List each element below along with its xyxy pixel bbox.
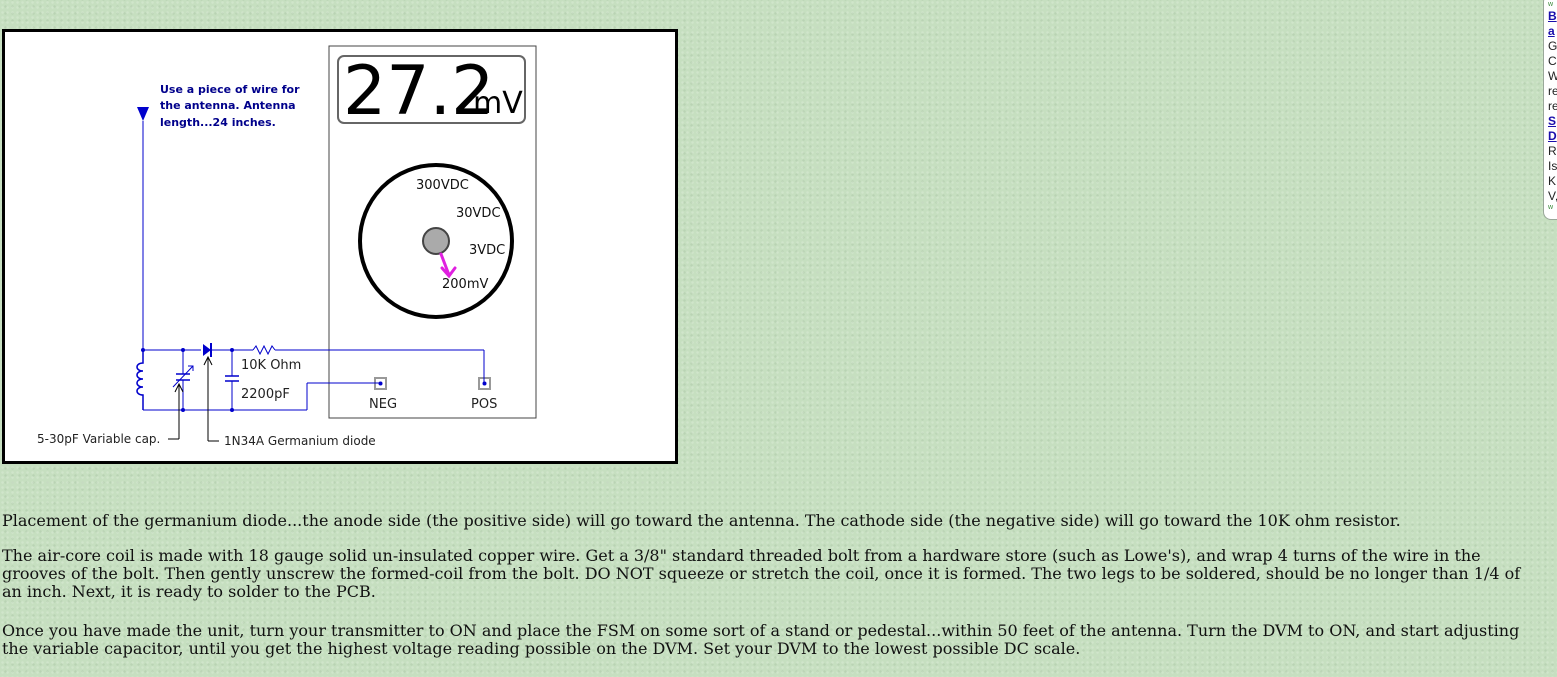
antenna-symbol	[137, 107, 149, 121]
variable-capacitor-arrow	[172, 365, 194, 388]
sidebar-link-1-line-2[interactable]: a	[1548, 24, 1555, 38]
sidebar-text-1-line-5: re	[1548, 99, 1557, 113]
sidebar-text-1-line-4: re	[1548, 84, 1557, 98]
sidebar-link-2-line-1[interactable]: S	[1548, 114, 1557, 128]
meter-display-value: 27.2	[343, 52, 494, 131]
sidebar-text-1-line-3: W	[1548, 69, 1557, 84]
junction-dot-3	[181, 408, 185, 412]
sidebar-link-1-line-1[interactable]: B	[1548, 9, 1557, 23]
capacitor-label: 2200pF	[241, 387, 290, 402]
meter-display-unit: mV	[473, 86, 523, 121]
terminal-neg-label: NEG	[369, 397, 397, 412]
sidebar-text-1-line-1: G	[1548, 39, 1557, 53]
paragraph-operation: Once you have made the unit, turn your t…	[2, 621, 1520, 658]
sidebar-bottom-mark: w	[1548, 204, 1554, 211]
antenna-note-line-2: the antenna. Antenna	[160, 99, 296, 112]
junction-dot-5	[230, 408, 234, 412]
sidebar-text-1-line-2: C	[1548, 54, 1557, 68]
dial-label-3vdc: 3VDC	[469, 243, 505, 258]
sidebar-top-mark: w	[1548, 1, 1554, 8]
paragraph-coil-construction: The air-core coil is made with 18 gauge …	[2, 546, 1521, 601]
resistor-symbol	[252, 344, 276, 356]
fsm-schematic-diagram: 27.2 mV 300VDC 30VDC 3VDC 200mV NEG POS …	[37, 45, 537, 448]
junction-dot-4	[230, 348, 234, 352]
sidebar-text-2-line-2: Is	[1548, 159, 1557, 173]
sidebar-text-2-line-3: K	[1548, 174, 1557, 188]
diode-symbol	[203, 344, 211, 356]
dial-label-30vdc: 30VDC	[456, 206, 501, 221]
variable-cap-label: 5-30pF Variable cap.	[37, 432, 160, 446]
junction-dot-2	[181, 348, 185, 352]
meter-display	[337, 55, 526, 124]
dial-knob	[422, 227, 450, 255]
paragraph-diode-placement: Placement of the germanium diode...the a…	[2, 511, 1401, 530]
dial-pointer-arrow	[439, 252, 457, 279]
sidebar-text-2-line-1: R	[1548, 144, 1557, 158]
sidebar-text-2-line-4: V,	[1548, 189, 1557, 203]
variable-cap-pointer	[174, 382, 184, 439]
antenna-note-line-3: length...24 inches.	[160, 116, 276, 129]
diode-pointer	[203, 355, 213, 441]
schematic-figure: 27.2 mV 300VDC 30VDC 3VDC 200mV NEG POS …	[2, 29, 678, 464]
antenna-note-line-1: Use a piece of wire for	[160, 83, 300, 96]
ad-sidebar: w B a G C W re re S D R Is K V, w	[1543, 0, 1557, 220]
dial-label-200mv: 200mV	[442, 277, 488, 292]
terminal-pos-label: POS	[471, 397, 497, 412]
junction-dot-1	[141, 348, 145, 352]
sidebar-link-2-line-2[interactable]: D	[1548, 129, 1557, 143]
resistor-label: 10K Ohm	[241, 358, 301, 373]
diode-label: 1N34A Germanium diode	[224, 434, 376, 448]
dial-label-300vdc: 300VDC	[416, 178, 469, 193]
air-core-coil	[136, 350, 144, 410]
